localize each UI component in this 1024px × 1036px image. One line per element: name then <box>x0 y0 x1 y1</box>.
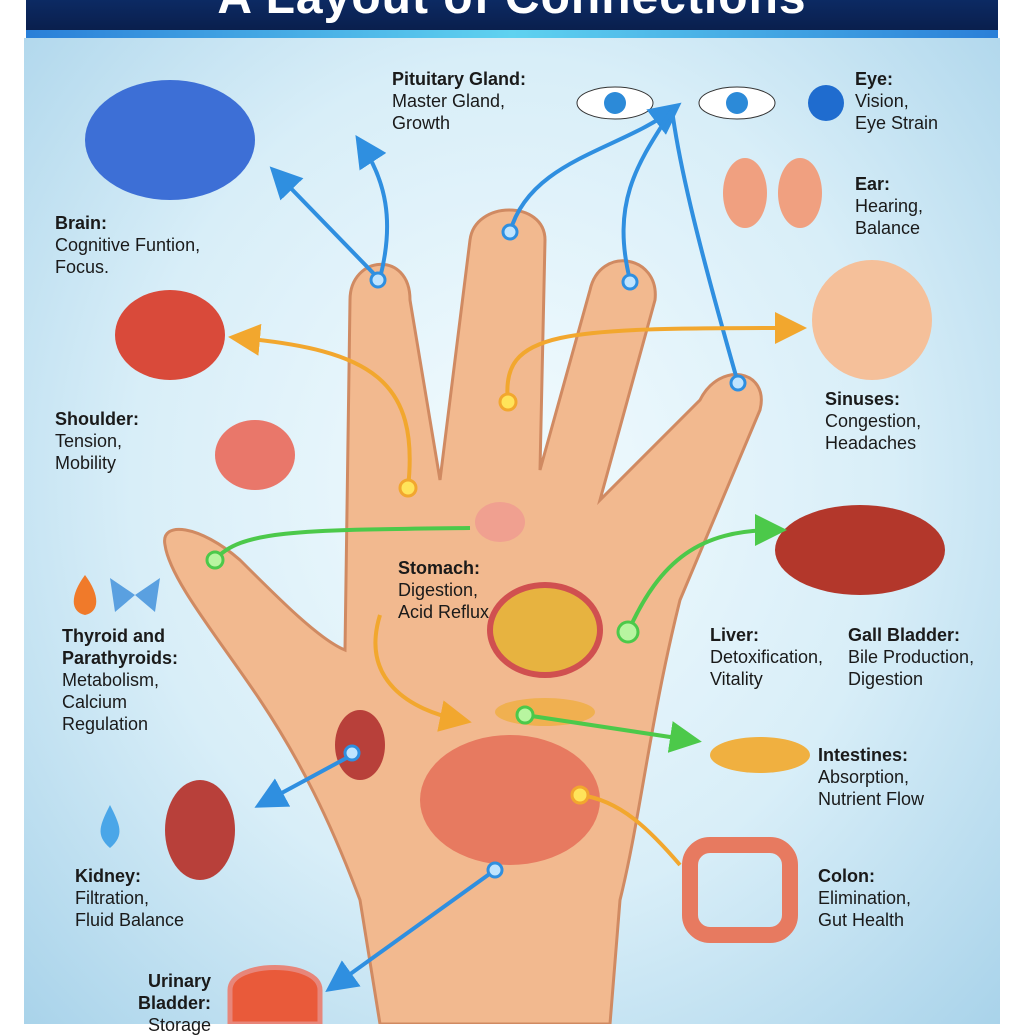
liver-illustration <box>775 505 945 595</box>
label-liver: Liver:Detoxification,Vitality <box>710 625 824 689</box>
label-sinuses: Sinuses:Congestion,Headaches <box>825 389 922 453</box>
label-gall-bladder: Gall Bladder:Bile Production,Digestion <box>848 625 975 689</box>
pancreas-right <box>710 737 810 773</box>
label-eye: Eye:Vision,Eye Strain <box>855 69 939 133</box>
intestines-illustration <box>420 735 600 865</box>
kidney-small <box>335 710 385 780</box>
label-ear: Ear:Hearing,Balance <box>855 174 924 238</box>
fire-icon <box>73 575 97 615</box>
ear-left <box>723 158 767 228</box>
shoulder-illustration <box>115 290 225 380</box>
ear-right <box>778 158 822 228</box>
acupoints <box>205 223 747 879</box>
label-kidney: Kidney:Filtration,Fluid Balance <box>75 866 185 930</box>
label-colon: Colon:Elimination,Gut Health <box>818 866 912 930</box>
small-thyroid <box>475 502 525 542</box>
label-intestines: Intestines:Absorption,Nutrient Flow <box>818 745 925 809</box>
water-drop-icon <box>100 805 120 848</box>
title: A Layout of Connections <box>26 0 998 25</box>
label-shoulder: Shoulder:Tension,Mobility <box>55 409 139 473</box>
eye-icon <box>808 85 844 121</box>
title-banner: A Layout of Connections <box>26 0 998 30</box>
thyroid-illustration <box>215 420 295 490</box>
label-stomach: Stomach:Digestion,Acid Reflux <box>398 558 490 622</box>
bladder-illustration <box>227 965 323 1024</box>
hand <box>163 208 763 1024</box>
sinus-face <box>812 260 932 380</box>
colon-illustration <box>682 837 798 943</box>
kidney-illustration <box>165 780 235 880</box>
brain-illustration <box>85 80 255 200</box>
butterfly-icon <box>110 578 160 612</box>
banner-stripe <box>26 30 998 38</box>
label-pituitary: Pituitary Gland:Master Gland,Growth <box>392 69 527 133</box>
stomach-illustration <box>487 582 603 678</box>
label-brain: Brain:Cognitive Funtion,Focus. <box>55 213 201 277</box>
